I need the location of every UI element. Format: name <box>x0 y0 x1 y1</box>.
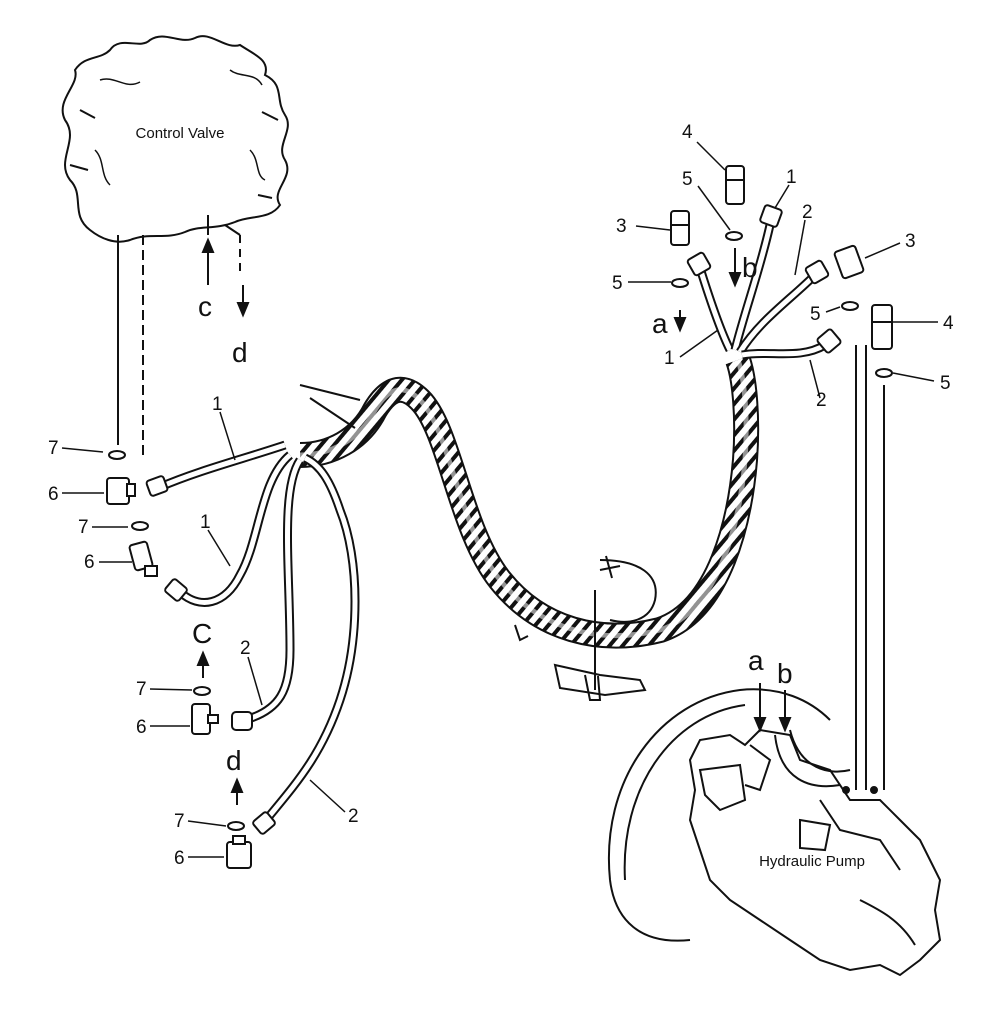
callout-3: 3 <box>616 216 627 237</box>
callout-1: 1 <box>212 394 223 415</box>
callout-2: 2 <box>802 202 813 223</box>
connection-d: d <box>226 745 242 776</box>
callout-6: 6 <box>174 848 185 869</box>
callout-7: 7 <box>78 517 89 538</box>
callout-5: 5 <box>682 169 693 190</box>
connection-a: a <box>748 645 764 676</box>
hydraulic-pump <box>607 688 942 977</box>
callout-7: 7 <box>48 438 59 459</box>
callout-5: 5 <box>940 373 951 394</box>
callout-7: 7 <box>174 811 185 832</box>
hose-end-fitting <box>145 475 276 835</box>
callout-6: 6 <box>48 484 59 505</box>
left-hoses <box>158 440 360 828</box>
callout-6: 6 <box>136 717 147 738</box>
callout-4: 4 <box>943 313 954 334</box>
callout-6: 6 <box>84 552 95 573</box>
leader-lines <box>61 141 938 858</box>
connection-b: b <box>777 658 793 689</box>
callout-1: 1 <box>786 167 797 188</box>
adapter-fitting <box>670 165 893 350</box>
callout-1: 1 <box>664 348 675 369</box>
right-branch-hoses <box>695 224 828 360</box>
hydraulic-pump-label: Hydraulic Pump <box>759 853 865 870</box>
hose-bundle <box>299 355 760 649</box>
control-valve-label: Control Valve <box>136 125 225 142</box>
support-bracket <box>299 384 657 701</box>
control-valve <box>61 35 289 243</box>
callout-2: 2 <box>348 806 359 827</box>
callout-1: 1 <box>200 512 211 533</box>
valve-port-lines <box>117 215 241 460</box>
connection-a: a <box>652 308 668 339</box>
connection-b: b <box>742 252 758 283</box>
o-ring <box>108 450 245 831</box>
connection-c: c <box>198 291 212 322</box>
callout-5: 5 <box>612 273 623 294</box>
hose-end-fitting <box>686 204 842 354</box>
pump-line <box>774 345 885 790</box>
connection-d: d <box>232 337 248 368</box>
callout-3: 3 <box>905 231 916 252</box>
connection-c-upper: C <box>192 618 212 649</box>
o-ring <box>671 231 893 378</box>
callout-2: 2 <box>816 390 827 411</box>
callout-4: 4 <box>682 122 693 143</box>
connection-arrows <box>196 237 792 805</box>
callout-2: 2 <box>240 638 251 659</box>
elbow-fitting <box>106 477 252 869</box>
callout-5: 5 <box>810 304 821 325</box>
callout-7: 7 <box>136 679 147 700</box>
